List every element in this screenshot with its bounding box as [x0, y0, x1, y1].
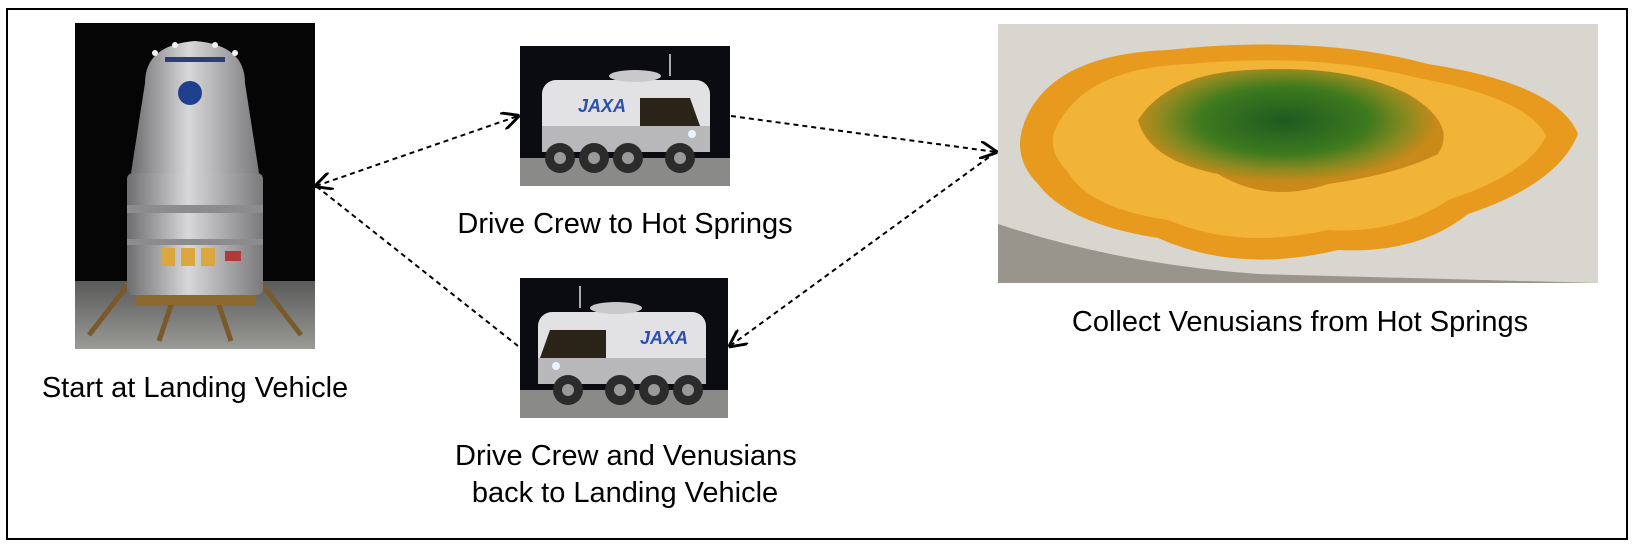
lunar-lander-image	[75, 23, 315, 349]
drive-out-caption: Drive Crew to Hot Springs	[457, 208, 793, 240]
drive-back-caption: Drive Crew and Venusians back to Landing…	[455, 438, 797, 512]
landing-caption: Start at Landing Vehicle	[41, 372, 349, 404]
rover-return-image: JAXA	[520, 278, 728, 418]
rover-logo-text: JAXA	[578, 96, 626, 116]
drive-back-caption-line1: Drive Crew and Venusians	[455, 440, 797, 472]
rover-outbound-image: JAXA	[520, 46, 730, 186]
drive-back-caption-line2: back to Landing Vehicle	[471, 477, 779, 509]
springs-caption: Collect Venusians from Hot Springs	[1071, 306, 1529, 338]
hot-spring-image	[998, 24, 1598, 283]
rover-logo-text: JAXA	[640, 328, 688, 348]
